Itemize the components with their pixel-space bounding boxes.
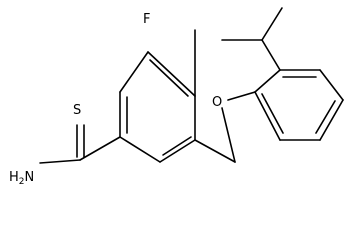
amide-h-count: 2 — [19, 177, 25, 187]
ring-inner-double-bond — [162, 136, 192, 156]
fluorine-atom-label: F — [143, 12, 150, 27]
ring-bond — [254, 91, 281, 141]
ring-bond — [319, 99, 344, 141]
ch2-o-bond — [221, 107, 236, 163]
left-benzene-ring — [119, 51, 196, 163]
ether-linker: O — [194, 91, 256, 163]
ring-inner-double-bond — [261, 93, 284, 134]
sulfur-atom-label: S — [73, 103, 81, 118]
amide-nitrogen-label: H2N — [9, 170, 34, 187]
c-n-bond — [39, 159, 81, 164]
o-aryl-bond — [227, 91, 256, 101]
chemical-structure: S H2N F O — [9, 7, 344, 187]
ring-bond — [119, 51, 149, 93]
ring-bond — [119, 136, 161, 163]
c-ch2-bond — [194, 139, 236, 163]
isopropyl-group — [221, 7, 283, 71]
ring-bond — [254, 69, 281, 93]
amide-h-label: H — [9, 170, 19, 185]
ring-bond — [147, 51, 196, 97]
thioamide-group: S H2N — [9, 103, 121, 187]
fluorine-substituent: F — [143, 12, 196, 97]
ring-bond — [319, 69, 344, 101]
ring-isopropyl-bond — [261, 39, 281, 71]
oxygen-atom-label: O — [212, 95, 222, 110]
isopropyl-methyl-bond — [261, 7, 283, 41]
right-benzene-ring — [254, 69, 344, 141]
ring-inner-double-bond — [315, 100, 336, 134]
ring-inner-double-bond — [149, 59, 189, 97]
ring-bond — [159, 139, 196, 163]
c-thioamide-bond — [79, 136, 121, 161]
amide-n-label: N — [25, 170, 35, 185]
